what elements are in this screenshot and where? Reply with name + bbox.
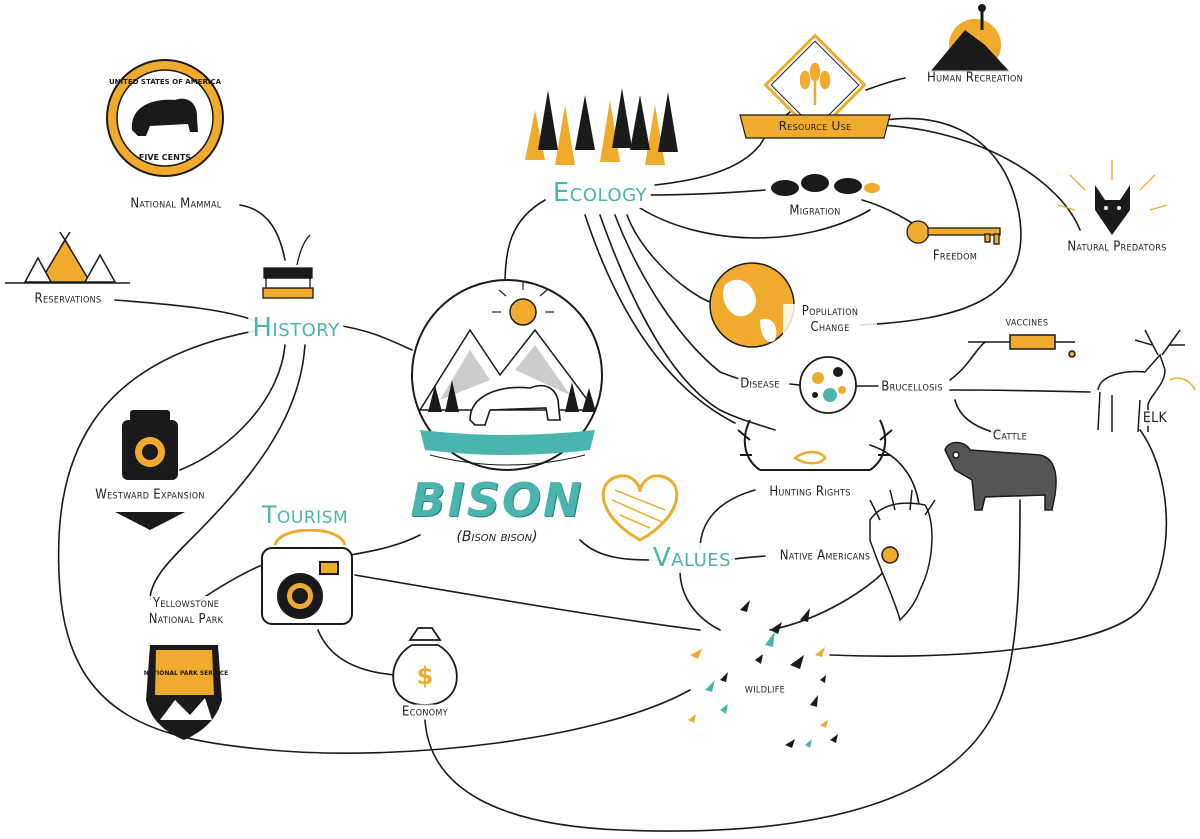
bison-mountain-emblem-icon [411, 279, 603, 471]
nps-badge-text: NATIONAL PARK SERVICE [144, 670, 228, 677]
nps-arrowhead-icon [146, 645, 222, 740]
teepee-icon [5, 231, 130, 284]
hub-history: History [248, 313, 344, 343]
forest-icon [525, 88, 678, 165]
node-national-mammal: National Mammal [128, 196, 224, 212]
coin-bottom-text: FIVE CENTS [139, 153, 191, 162]
node-migration: Migration [787, 203, 843, 219]
cow-icon [944, 441, 1057, 511]
node-freedom: Freedom [930, 248, 980, 264]
globe-icon [709, 262, 795, 348]
books-quill-icon [262, 234, 314, 299]
petri-dish-icon [799, 356, 857, 414]
node-disease: Disease [738, 376, 782, 392]
antlers-horn-icon [737, 419, 893, 471]
node-wildlife: wildlife [742, 681, 788, 697]
node-yellowstone: Yellowstone National Park [129, 596, 243, 628]
hub-ecology: Ecology [548, 178, 652, 208]
node-population-change: Population Change [783, 304, 877, 336]
node-resource-use: Resource Use [778, 119, 852, 133]
page-title: BISON [410, 473, 584, 527]
elk-icon [1097, 329, 1196, 433]
node-brucellosis: Brucellosis [879, 379, 945, 395]
heart-icon [601, 474, 679, 542]
node-reservations: Reservations [32, 291, 104, 307]
node-hunting-rights: Hunting Rights [767, 484, 853, 500]
hub-tourism: Tourism [257, 501, 353, 529]
node-economy: Economy [400, 704, 450, 720]
syringe-icon [968, 334, 1076, 358]
node-vaccines: vaccines [1003, 314, 1051, 330]
mountain-hiker-icon [930, 4, 1010, 72]
wheat-sign-icon [739, 33, 891, 139]
bison-nickel-icon [106, 59, 224, 177]
locomotive-icon [115, 410, 185, 530]
node-cattle: Cattle [990, 428, 1030, 444]
coin-top-text: UNITED STATES OF AMERICA [109, 78, 222, 86]
birds-icon [688, 600, 838, 748]
wolf-icon [1057, 160, 1168, 235]
node-human-recreation: Human Recreation [924, 70, 1026, 86]
bison-herd-icon [771, 174, 880, 196]
page-subtitle: (Bison bison) [456, 529, 538, 545]
node-native-americans: Native Americans [777, 548, 873, 564]
node-elk: ELK [1140, 410, 1170, 426]
camera-icon [261, 528, 353, 625]
hub-values: Values [648, 543, 736, 573]
node-natural-predators: Natural Predators [1065, 239, 1169, 255]
node-westward-expansion: Westward Expansion [93, 487, 207, 503]
connector-lines [57, 77, 1168, 832]
money-bag-icon: $ [392, 627, 458, 706]
svg-text:$: $ [417, 662, 434, 690]
key-icon [906, 220, 1001, 245]
headdress-icon [869, 489, 936, 622]
